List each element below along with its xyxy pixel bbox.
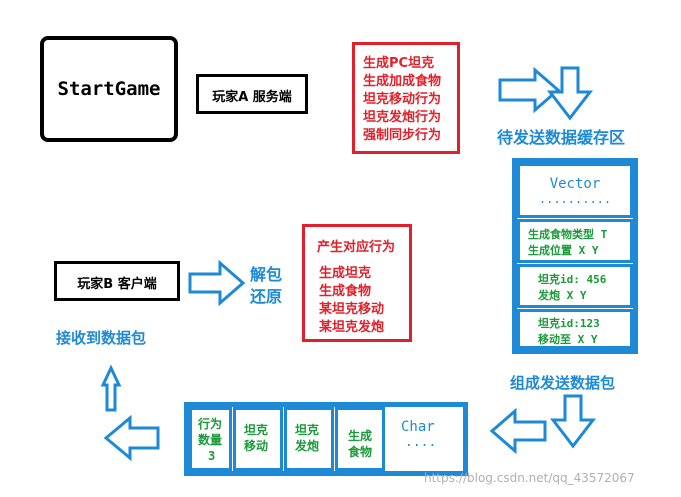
packet-cell-food-line1: 生成 (348, 429, 373, 443)
player-a-box: 玩家A 服务端 (196, 74, 308, 114)
server-action-5: 强制同步行为 (363, 128, 442, 143)
player-b-box: 玩家B 客户端 (54, 261, 180, 301)
server-action-2: 生成加成食物 (363, 74, 442, 89)
player-b-label: 玩家B 客户端 (77, 277, 157, 292)
buffer-label: 待发送数据缓存区 (497, 128, 626, 147)
vector-item-fire-line1: 坦克id: 456 (538, 273, 607, 286)
packet-cell-move-line2: 移动 (244, 439, 269, 453)
packet-cell-move-line1: 坦克 (244, 423, 269, 437)
vector-item-food-line2: 生成位置 X Y (528, 244, 599, 257)
start-game-label: StartGame (57, 78, 161, 100)
server-action-1: 生成PC坦克 (363, 56, 435, 71)
client-actions-title: 产生对应行为 (317, 240, 396, 255)
arrow-left-packet (489, 407, 547, 455)
receive-label: 接收到数据包 (56, 329, 147, 347)
server-actions-box: 生成PC坦克 生成加成食物 坦克移动行为 坦克发炮行为 强制同步行为 (352, 42, 460, 154)
unpack-line2: 还原 (250, 287, 283, 306)
vector-item-move-line2: 移动至 X Y (538, 333, 598, 346)
packet-cell-count-line1: 行为 (198, 417, 223, 431)
packet-cell-fire: 坦克 发炮 (284, 407, 334, 471)
arrow-down-top (546, 66, 594, 121)
packet-cell-move: 坦克 移动 (233, 407, 283, 471)
client-action-3: 某坦克移动 (319, 302, 385, 317)
server-action-3: 坦克移动行为 (363, 92, 442, 107)
watermark: https://blog.csdn.net/qq_43572067 (424, 471, 635, 485)
packet-cell-char-line2: .... (405, 435, 437, 450)
vector-item-move: 坦克id:123 移动至 X Y (517, 309, 633, 349)
server-action-4: 坦克发炮行为 (363, 110, 442, 125)
assemble-label: 组成发送数据包 (510, 374, 616, 392)
client-action-1: 生成坦克 (319, 266, 372, 281)
client-actions-box: 产生对应行为 生成坦克 生成食物 某坦克移动 某坦克发炮 (302, 224, 412, 342)
client-action-2: 生成食物 (319, 284, 372, 299)
packet-cell-char-line1: Char (401, 419, 435, 435)
unpack-label: 解包 还原 (250, 264, 282, 308)
vector-item-fire: 坦克id: 456 发炮 X Y (517, 264, 633, 308)
start-game-box: StartGame (40, 36, 178, 142)
packet-cell-count-line2: 数量 (198, 433, 223, 447)
packet-cell-fire-line1: 坦克 (295, 423, 320, 437)
arrow-right-mid (188, 259, 246, 307)
packet-container: 行为 数量 3 坦克 移动 坦克 发炮 生成 食物 Char .... (184, 402, 468, 476)
packet-cell-food: 生成 食物 (335, 407, 385, 471)
packet-cell-char: Char .... (389, 407, 463, 471)
player-a-label: 玩家A 服务端 (212, 90, 292, 105)
arrow-left-bottom (103, 414, 160, 462)
packet-cell-fire-line2: 发炮 (295, 439, 320, 453)
vector-item-food: 生成食物类型 T 生成位置 X Y (517, 219, 633, 263)
arrow-right-top (498, 66, 561, 114)
arrow-up-left (100, 364, 122, 412)
vector-container: Vector .......... 生成食物类型 T 生成位置 X Y 坦克id… (512, 158, 638, 354)
arrow-down-lower (549, 394, 597, 449)
vector-item-fire-line2: 发炮 X Y (538, 289, 587, 302)
vector-header: Vector .......... (517, 163, 633, 218)
vector-dots: .......... (538, 192, 612, 206)
vector-item-food-line1: 生成食物类型 T (528, 228, 608, 241)
packet-cell-food-line2: 食物 (348, 445, 373, 459)
packet-cell-count-line3: 3 (208, 449, 216, 463)
client-action-4: 某坦克发炮 (319, 320, 385, 335)
vector-title: Vector (549, 176, 601, 192)
vector-item-move-line1: 坦克id:123 (538, 317, 600, 330)
packet-cell-count: 行为 数量 3 (189, 407, 232, 471)
unpack-line1: 解包 (250, 265, 283, 284)
